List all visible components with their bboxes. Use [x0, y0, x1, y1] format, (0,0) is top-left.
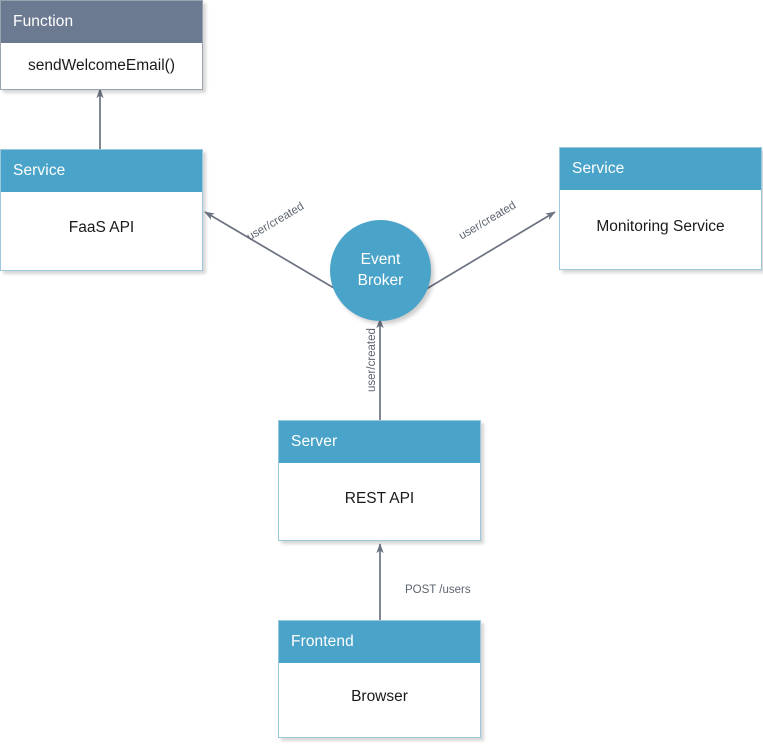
event-broker-label-line2: Broker [357, 271, 404, 289]
function-node[interactable]: Function sendWelcomeEmail() [0, 0, 203, 90]
edge-label-server-to-broker: user/created [366, 328, 378, 392]
frontend-node-stereotype: Frontend [279, 621, 480, 663]
server-node-label: REST API [344, 489, 415, 507]
frontend-node[interactable]: Frontend Browser [278, 620, 481, 738]
edge-label-broker-to-faas: user/created [245, 200, 307, 244]
faas-service-node-label: FaaS API [68, 219, 135, 236]
faas-service-node[interactable]: Service FaaS API [0, 149, 203, 271]
edge-label-broker-to-monitoring: user/created [457, 199, 519, 243]
faas-service-node-stereotype: Service [1, 150, 202, 192]
server-node[interactable]: Server REST API [278, 420, 481, 541]
monitoring-service-node-stereotype: Service [560, 148, 761, 190]
server-node-stereotype: Server [279, 421, 480, 463]
event-broker-label-line1: Event [360, 251, 401, 269]
function-node-stereotype: Function [1, 1, 202, 43]
function-node-label: sendWelcomeEmail() [27, 57, 175, 74]
frontend-node-label: Browser [351, 688, 408, 705]
monitoring-service-node-label: Monitoring Service [596, 217, 725, 235]
event-broker-node[interactable]: Event Broker [330, 220, 431, 321]
monitoring-service-node[interactable]: Service Monitoring Service [559, 147, 762, 270]
edge-label-frontend-to-server: POST /users [405, 584, 471, 596]
